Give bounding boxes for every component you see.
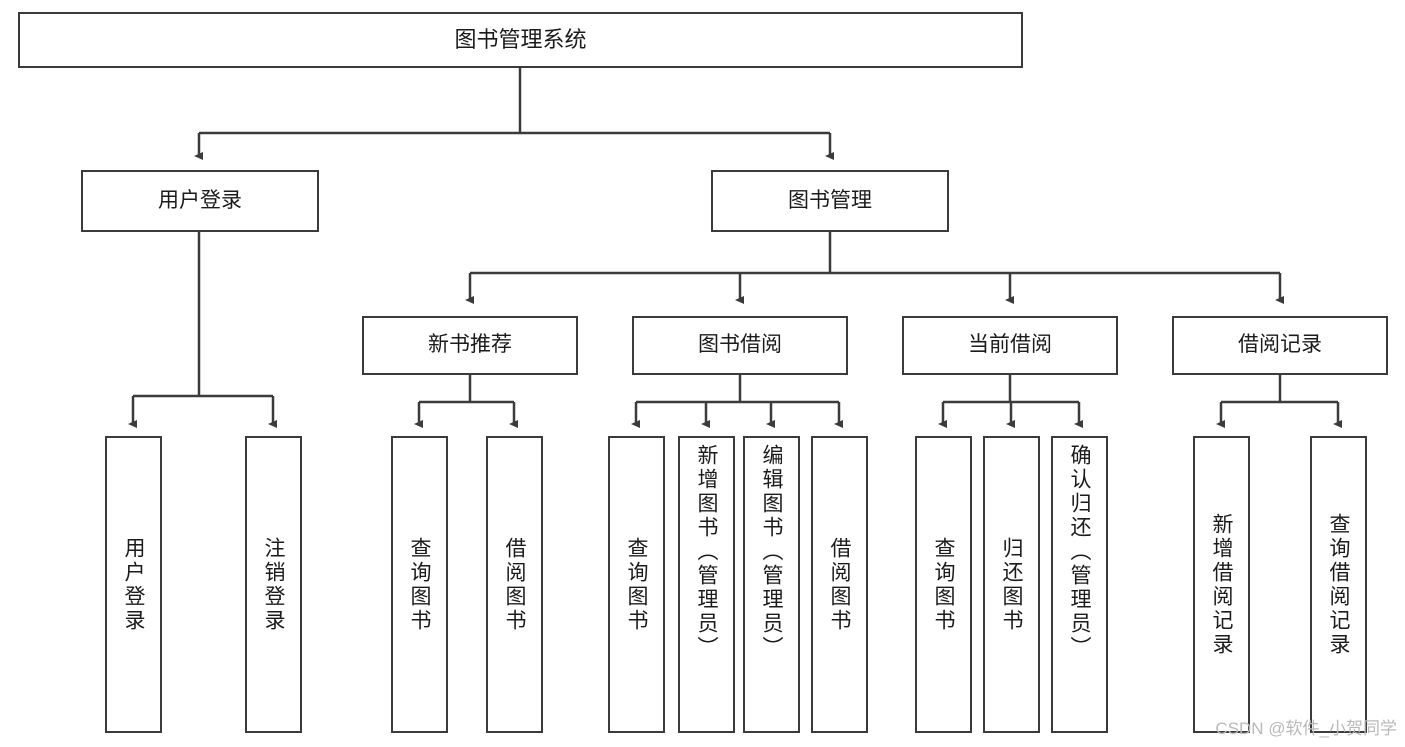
leaf-add-record[interactable]: 新增借阅记录 — [1193, 436, 1250, 733]
leaf-borrow-book-2-label: 借阅图书 — [828, 536, 851, 633]
node-book-management-label: 图书管理 — [788, 188, 872, 212]
leaf-query-book-3-label: 查询图书 — [932, 536, 955, 633]
node-current-borrow-label: 当前借阅 — [968, 333, 1052, 357]
node-borrow-record-label: 借阅记录 — [1238, 333, 1322, 357]
node-book-borrow[interactable]: 图书借阅 — [632, 316, 848, 375]
leaf-return-book[interactable]: 归还图书 — [983, 436, 1040, 733]
leaf-user-login-label: 用户登录 — [122, 536, 145, 633]
node-user-login[interactable]: 用户登录 — [81, 170, 319, 232]
leaf-query-book-3[interactable]: 查询图书 — [915, 436, 972, 733]
node-book-borrow-label: 图书借阅 — [698, 333, 782, 357]
leaf-edit-book[interactable]: 编辑图书（管理员） — [743, 436, 800, 733]
leaf-query-book-2-label: 查询图书 — [625, 536, 648, 633]
leaf-query-book-1-label: 查询图书 — [408, 536, 431, 633]
leaf-logout[interactable]: 注销登录 — [245, 436, 302, 733]
node-new-book-recommend-label: 新书推荐 — [428, 333, 512, 357]
leaf-user-login[interactable]: 用户登录 — [105, 436, 162, 733]
leaf-return-book-label: 归还图书 — [1000, 536, 1023, 633]
node-root[interactable]: 图书管理系统 — [18, 12, 1023, 68]
node-user-login-label: 用户登录 — [158, 188, 242, 212]
node-new-book-recommend[interactable]: 新书推荐 — [362, 316, 578, 375]
leaf-confirm-return-label: 确认归还（管理员） — [1068, 444, 1091, 660]
leaf-add-record-label: 新增借阅记录 — [1210, 512, 1233, 657]
node-book-management[interactable]: 图书管理 — [711, 170, 949, 232]
leaf-confirm-return[interactable]: 确认归还（管理员） — [1051, 436, 1108, 733]
leaf-query-record[interactable]: 查询借阅记录 — [1310, 436, 1367, 733]
leaf-borrow-book-1[interactable]: 借阅图书 — [486, 436, 543, 733]
node-borrow-record[interactable]: 借阅记录 — [1172, 316, 1388, 375]
leaf-query-record-label: 查询借阅记录 — [1327, 512, 1350, 657]
node-root-label: 图书管理系统 — [454, 27, 587, 53]
node-current-borrow[interactable]: 当前借阅 — [902, 316, 1118, 375]
leaf-borrow-book-1-label: 借阅图书 — [503, 536, 526, 633]
leaf-add-book-label: 新增图书（管理员） — [695, 444, 718, 660]
leaf-query-book-2[interactable]: 查询图书 — [608, 436, 665, 733]
leaf-query-book-1[interactable]: 查询图书 — [391, 436, 448, 733]
leaf-edit-book-label: 编辑图书（管理员） — [760, 444, 783, 660]
leaf-borrow-book-2[interactable]: 借阅图书 — [811, 436, 868, 733]
leaf-logout-label: 注销登录 — [262, 536, 285, 633]
leaf-add-book[interactable]: 新增图书（管理员） — [678, 436, 735, 733]
